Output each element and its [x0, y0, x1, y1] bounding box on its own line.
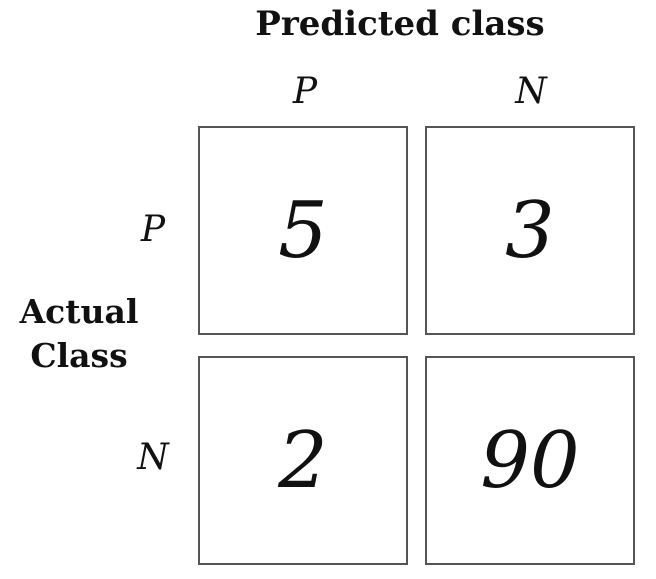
column-label-n: N [515, 71, 547, 112]
matrix-cell-false-negative: 3 [425, 126, 635, 335]
matrix-cell-false-positive: 2 [198, 356, 408, 565]
actual-class-title: Actual Class [4, 290, 154, 378]
actual-class-title-line2: Class [30, 336, 128, 375]
row-label-p: P [140, 209, 166, 250]
matrix-cell-true-negative: 90 [425, 356, 635, 565]
cell-value-true-negative: 90 [480, 415, 580, 506]
cell-value-false-negative: 3 [505, 185, 555, 276]
matrix-cell-true-positive: 5 [198, 126, 408, 335]
actual-class-title-line1: Actual [19, 292, 139, 331]
row-label-n: N [137, 437, 169, 478]
column-label-p: P [292, 71, 318, 112]
cell-value-false-positive: 2 [278, 415, 328, 506]
predicted-class-title: Predicted class [255, 4, 545, 44]
cell-value-true-positive: 5 [278, 185, 328, 276]
